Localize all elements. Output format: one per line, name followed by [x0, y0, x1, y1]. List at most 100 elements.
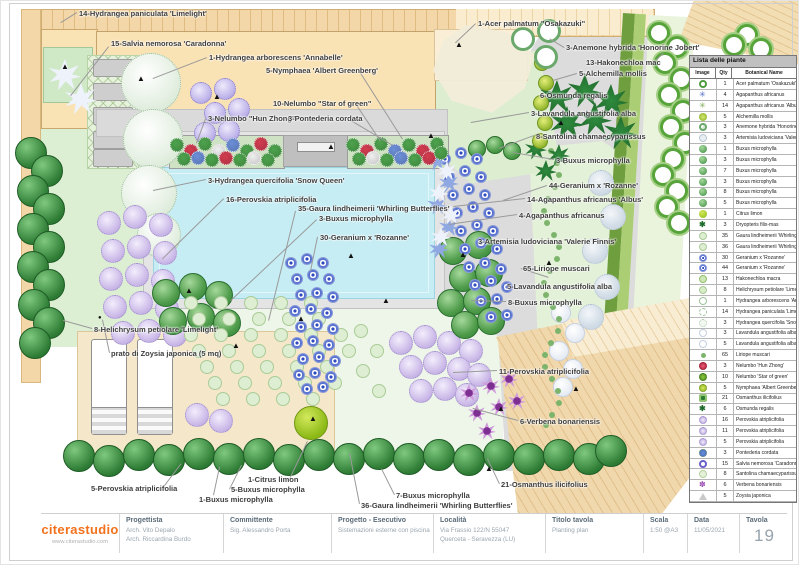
geranium-symbol — [491, 293, 503, 305]
geranium-symbol — [311, 287, 323, 299]
plant-label: 15-Salvia nemorosa 'Caradonna' — [111, 39, 227, 48]
pond-flower-symbol — [380, 153, 394, 167]
liriope-symbol — [541, 208, 547, 214]
perovskia-symbol — [127, 235, 151, 259]
gaura-symbol — [246, 392, 260, 406]
perovskia-symbol — [185, 403, 209, 427]
perovskia-symbol — [153, 241, 177, 265]
studio-website[interactable]: www.citerastudio.com — [51, 539, 109, 545]
lavandula-alba-symbol — [565, 323, 585, 343]
buxus-small-symbol — [503, 142, 521, 160]
buxus-symbol — [152, 279, 180, 307]
title-block: citerastudio www.citerastudio.com Proget… — [41, 513, 787, 553]
pond-flower-symbol — [374, 137, 388, 151]
pond-flower-symbol — [191, 151, 205, 165]
geranium-symbol — [309, 367, 321, 379]
pond-flower-symbol — [247, 151, 261, 165]
hako-icon — [699, 275, 707, 284]
liriope-symbol — [548, 340, 554, 346]
zoy-icon — [699, 492, 707, 500]
liriope-symbol — [549, 376, 555, 382]
hakonechloa-osmanthus-symbol — [660, 116, 682, 138]
verb-icon: ✽ — [699, 480, 706, 490]
gaura-symbol — [354, 324, 368, 338]
geranium-symbol — [291, 273, 303, 285]
sun-lounger — [137, 339, 173, 435]
liriope-symbol — [554, 256, 560, 262]
plant-arrow: ▲ — [455, 40, 463, 49]
gaura-symbol — [342, 344, 356, 358]
legend-title: Lista delle piante — [690, 56, 796, 68]
water-blade — [297, 142, 335, 152]
plant-arrow: ▲ — [427, 131, 435, 140]
gaura-symbol — [222, 344, 236, 358]
perovskia-symbol — [433, 377, 457, 401]
plant-label: prato di Zoysia japonica (5 mq) — [111, 349, 222, 358]
plant-arrow: ▲ — [497, 404, 505, 413]
geranium-symbol — [491, 243, 503, 255]
plant-label: 11-Perovskia atriplicifolia — [499, 367, 590, 376]
pont-icon — [699, 448, 707, 457]
salvia-symbol — [228, 98, 250, 120]
perovskia-symbol — [389, 331, 413, 355]
hedge-shrub-symbol — [483, 439, 515, 471]
plant-label: 5-Lavandula angustifolia alba — [507, 282, 613, 291]
plant-label: 3-Buxus microphylla — [556, 156, 630, 165]
gaura-symbol — [252, 312, 266, 326]
gaura-symbol — [252, 344, 266, 358]
plant-label: 5-Buxus microphylla — [231, 485, 305, 494]
hedge-shrub-symbol — [63, 440, 95, 472]
perovskia-symbol — [413, 325, 437, 349]
studio-logo: citerastudio www.citerastudio.com — [41, 514, 119, 553]
geranium-symbol — [289, 305, 301, 317]
plant-label: 35-Gaura lindheimerii 'Whirling Butterfl… — [298, 204, 450, 213]
geranium-symbol — [485, 311, 497, 323]
hedge-shrub-symbol — [333, 443, 365, 475]
plant-arrow: ▲ — [485, 464, 493, 473]
geranium-symbol — [485, 275, 497, 287]
gaura-symbol — [276, 392, 290, 406]
plant-label: 44-Geranium x 'Rozanne' — [549, 181, 639, 190]
plant-label: 8-Helichrysum petiolare 'Limelight' — [94, 325, 219, 334]
geranium-symbol — [479, 257, 491, 269]
geranium-symbol — [297, 353, 309, 365]
pond-flower-symbol — [402, 138, 416, 152]
legend-header-qty: Qty — [716, 67, 732, 79]
legend-header-image: Image — [690, 67, 716, 79]
plant-label: 3-Hydrangea quercifolia 'Snow Queen' — [208, 176, 345, 185]
geranium-symbol — [307, 335, 319, 347]
sheet-frame — [9, 3, 793, 561]
fern-icon: ✱ — [699, 219, 706, 229]
geranium-symbol — [323, 273, 335, 285]
hakonechloa-osmanthus-symbol — [652, 164, 674, 186]
liriope-symbol — [541, 280, 547, 286]
geranium-symbol — [327, 323, 339, 335]
harb-icon — [699, 296, 707, 305]
bux-icon — [699, 166, 707, 175]
plant-label: 7-Buxus microphylla — [396, 491, 470, 500]
perovskia-symbol — [99, 267, 123, 291]
hakonechloa-osmanthus-symbol — [654, 52, 676, 74]
plant-label: 10-Nelumbo "Star of green" — [273, 99, 372, 108]
hedge-shrub-symbol — [393, 443, 425, 475]
pond-flower-symbol — [219, 151, 233, 165]
plant-label: 5-Nymphaea 'Albert Greenberg' — [266, 66, 378, 75]
plant-arrow: ▲ — [583, 108, 591, 117]
bux-icon — [699, 155, 707, 164]
anemone-symbol — [537, 19, 561, 43]
hakonechloa-osmanthus-symbol — [723, 34, 745, 56]
